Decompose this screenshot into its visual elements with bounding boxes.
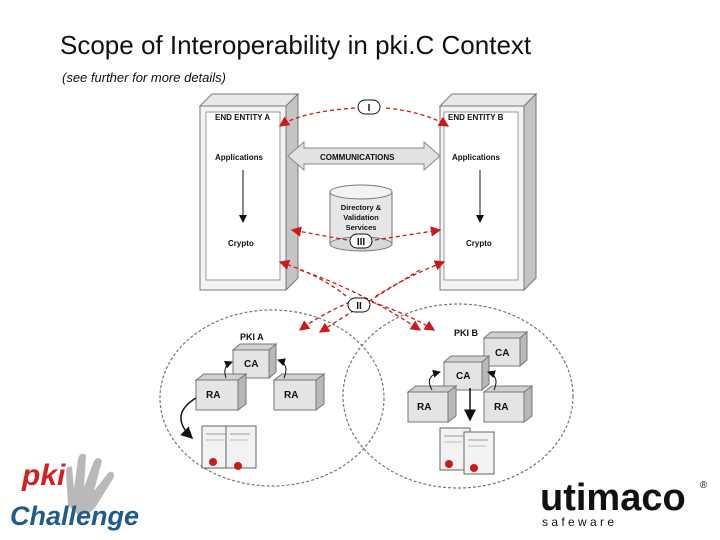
interoperability-arrows [278, 107, 450, 333]
communications-arrow [287, 140, 441, 172]
crypto-a-label: Crypto [228, 239, 254, 248]
pki-b-ra-ca-arrow-left [428, 369, 441, 391]
registered-mark: ® [700, 480, 708, 491]
end-entity-a-label: END ENTITY A [215, 113, 270, 122]
marker-iii-badge [349, 233, 373, 249]
marker-i-label: I [368, 103, 371, 114]
pki-b-root-ca-label: CA [495, 348, 509, 359]
slide-subtitle: (see further for more details) [62, 70, 227, 85]
hand-icon [66, 453, 114, 515]
utimaco-logo: utimaco ® s a f e w a r e [540, 478, 708, 529]
pki-a-issue-arrow [180, 397, 197, 440]
pki-challenge-logo: pki Challenge [10, 453, 139, 531]
pki-a-certificate-stack [201, 425, 257, 470]
directory-label-line2: Validation [343, 213, 379, 222]
directory-label-line3: Services [346, 223, 377, 232]
pki-b-certificate-stack [439, 427, 495, 475]
pki-b-root-ca-box [482, 330, 529, 368]
marker-ii-badge [347, 297, 371, 313]
pki-b-ca-label: CA [456, 371, 470, 382]
safeware-logo-text: s a f e w a r e [542, 515, 614, 529]
pki-b-domain [342, 303, 574, 489]
pki-b-label: PKI B [454, 328, 479, 338]
pki-a-ca-label: CA [244, 359, 258, 370]
challenge-logo-text: Challenge [10, 501, 139, 531]
pki-a-ra-left-label: RA [206, 390, 220, 401]
pki-a-domain [159, 309, 385, 487]
pki-a-ra-left-box [194, 373, 248, 411]
directory-cylinder [329, 184, 393, 252]
marker-iii-label: III [357, 237, 366, 248]
utimaco-logo-text: utimaco [540, 478, 686, 519]
pki-a-ca-box [231, 342, 278, 380]
pki-b-ca-box [442, 354, 491, 392]
end-entity-b-label: END ENTITY B [448, 113, 504, 122]
communications-label: COMMUNICATIONS [320, 153, 395, 162]
marker-i-badge [357, 99, 381, 115]
marker-ii-label: II [356, 301, 362, 312]
pki-a-ra-ca-arrow-left [224, 360, 233, 379]
pki-b-ra-left-box [406, 385, 458, 423]
end-entity-b-box [438, 92, 538, 292]
pki-b-ra-right-box [482, 385, 534, 423]
pki-b-ra-left-label: RA [417, 402, 431, 413]
pki-b-ra-ca-arrow-right [487, 370, 497, 391]
pki-a-label: PKI A [240, 332, 264, 342]
applications-a-label: Applications [215, 153, 264, 162]
pki-a-ra-right-box [272, 373, 326, 411]
crypto-b-label: Crypto [466, 239, 492, 248]
pki-b-ra-right-label: RA [494, 402, 508, 413]
directory-label-line1: Directory & [341, 203, 382, 212]
pki-a-ra-right-label: RA [284, 390, 298, 401]
applications-b-label: Applications [452, 153, 501, 162]
slide-title: Scope of Interoperability in pki.C Conte… [60, 30, 532, 60]
end-entity-a-box [198, 92, 300, 292]
pki-logo-text: pki [21, 459, 66, 492]
pki-a-ra-ca-arrow-right [277, 358, 287, 379]
